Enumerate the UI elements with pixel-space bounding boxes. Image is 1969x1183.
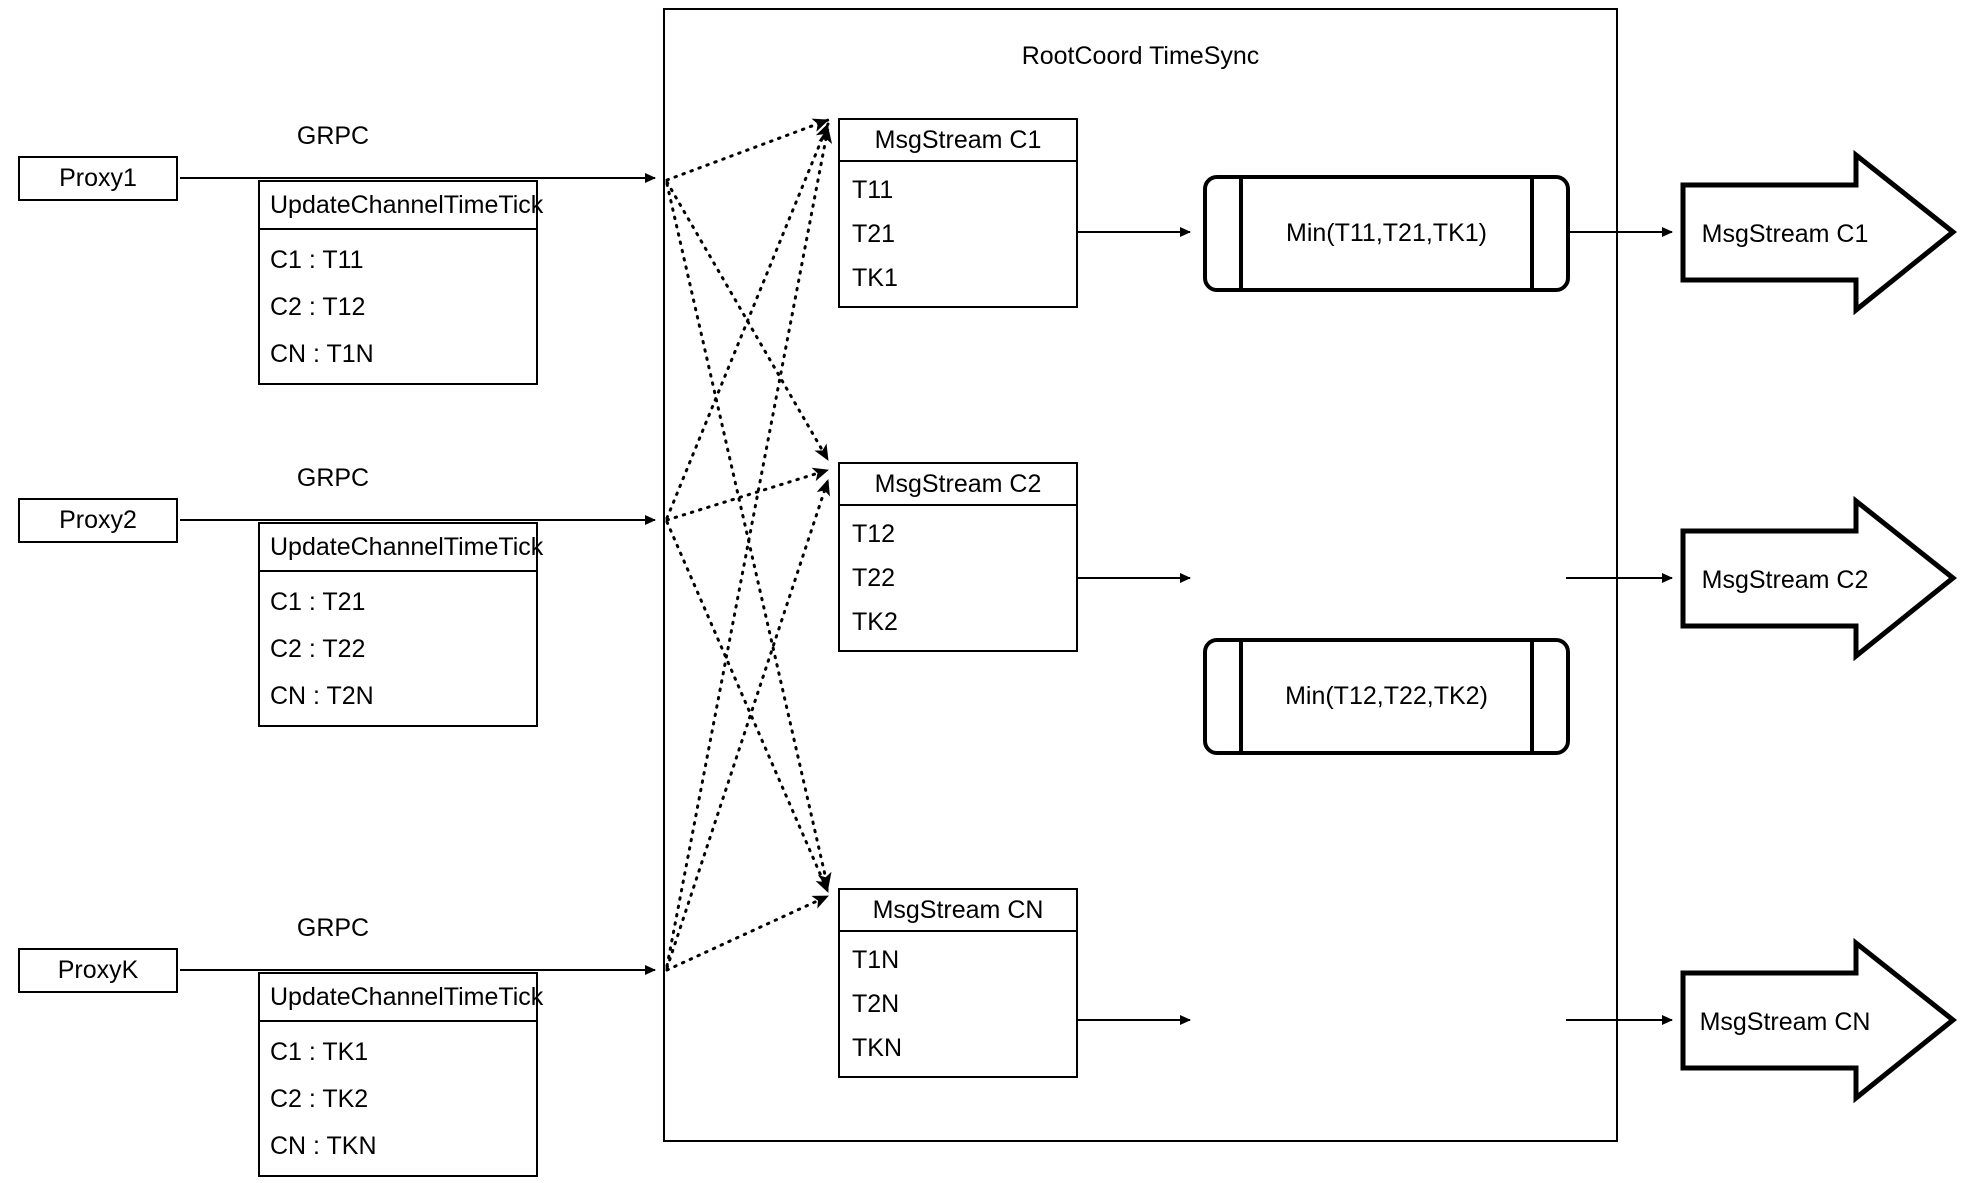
tick-row: C2 : TK2 xyxy=(270,1084,369,1113)
rootcoord-timesync-title: RootCoord TimeSync xyxy=(1021,42,1260,70)
min-process-box-c2: Min(T12,T22,TK2) xyxy=(1203,638,1570,755)
min-label: Min(T11,T21,TK1) xyxy=(1286,219,1487,247)
rootcoord-timesync-container xyxy=(663,8,1618,1142)
tick-table-proxyk: UpdateChannelTimeTick C1 : TK1 C2 : TK2 … xyxy=(258,972,543,1177)
msgstream-tick-row: T2N xyxy=(852,990,900,1018)
msgstream-table-title: MsgStream CN xyxy=(840,890,1076,932)
grpc-label-proxyk: GRPC xyxy=(296,914,370,942)
tick-row: CN : TKN xyxy=(270,1131,377,1160)
msgstream-tick-row: T22 xyxy=(852,564,896,592)
min-label: Min(T12,T22,TK2) xyxy=(1285,682,1488,710)
process-divider-right xyxy=(1530,638,1534,755)
tick-row: CN : T2N xyxy=(270,681,374,710)
tick-table-title: UpdateChannelTimeTick xyxy=(260,524,543,572)
output-arrow-label-c2: MsgStream C2 xyxy=(1701,566,1869,594)
proxy-box-proxy2[interactable]: Proxy2 xyxy=(18,498,178,543)
output-block-arrows xyxy=(1680,149,1958,1104)
tick-row: CN : T1N xyxy=(270,339,374,368)
msgstream-table-title: MsgStream C1 xyxy=(840,120,1076,162)
proxy-label: ProxyK xyxy=(57,956,139,984)
proxy-label: Proxy1 xyxy=(59,164,137,192)
msgstream-table-c1: MsgStream C1 T11 T21 TK1 xyxy=(838,118,1078,308)
grpc-label-proxy2: GRPC xyxy=(296,464,370,492)
tick-row: C1 : T11 xyxy=(270,245,364,274)
output-arrow-label-cn: MsgStream CN xyxy=(1699,1008,1871,1036)
grpc-label-proxy1: GRPC xyxy=(296,122,370,150)
msgstream-tick-row: TKN xyxy=(852,1034,902,1062)
msgstream-table-body: T11 T21 TK1 xyxy=(840,162,1076,306)
msgstream-table-title: MsgStream C2 xyxy=(840,464,1076,506)
msgstream-tick-row: T11 xyxy=(852,176,894,204)
msgstream-table-cn: MsgStream CN T1N T2N TKN xyxy=(838,888,1078,1078)
output-arrow-label-c1: MsgStream C1 xyxy=(1701,220,1869,248)
process-divider-right xyxy=(1530,175,1534,292)
tick-table-title: UpdateChannelTimeTick xyxy=(260,974,543,1022)
tick-row: C2 : T22 xyxy=(270,634,366,663)
tick-table-body: C1 : T21 C2 : T22 CN : T2N xyxy=(260,572,536,725)
msgstream-table-body: T1N T2N TKN xyxy=(840,932,1076,1076)
msgstream-tick-row: T21 xyxy=(852,220,896,248)
tick-table-proxy1: UpdateChannelTimeTick C1 : T11 C2 : T12 … xyxy=(258,180,543,385)
msgstream-tick-row: TK1 xyxy=(852,264,898,292)
proxy-box-proxy1[interactable]: Proxy1 xyxy=(18,156,178,201)
min-process-box-c1: Min(T11,T21,TK1) xyxy=(1203,175,1570,292)
tick-table-body: C1 : TK1 C2 : TK2 CN : TKN xyxy=(260,1022,536,1175)
tick-row: C1 : TK1 xyxy=(270,1037,369,1066)
tick-table-proxy2: UpdateChannelTimeTick C1 : T21 C2 : T22 … xyxy=(258,522,543,727)
tick-table-title: UpdateChannelTimeTick xyxy=(260,182,543,230)
tick-table-body: C1 : T11 C2 : T12 CN : T1N xyxy=(260,230,536,383)
msgstream-tick-row: T12 xyxy=(852,520,896,548)
tick-row: C1 : T21 xyxy=(270,587,366,616)
msgstream-tick-row: TK2 xyxy=(852,608,898,636)
process-divider-left xyxy=(1239,638,1243,755)
tick-row: C2 : T12 xyxy=(270,292,366,321)
msgstream-tick-row: T1N xyxy=(852,946,900,974)
process-divider-left xyxy=(1239,175,1243,292)
proxy-label: Proxy2 xyxy=(59,506,137,534)
msgstream-table-c2: MsgStream C2 T12 T22 TK2 xyxy=(838,462,1078,652)
msgstream-table-body: T12 T22 TK2 xyxy=(840,506,1076,650)
proxy-box-proxyk[interactable]: ProxyK xyxy=(18,948,178,993)
